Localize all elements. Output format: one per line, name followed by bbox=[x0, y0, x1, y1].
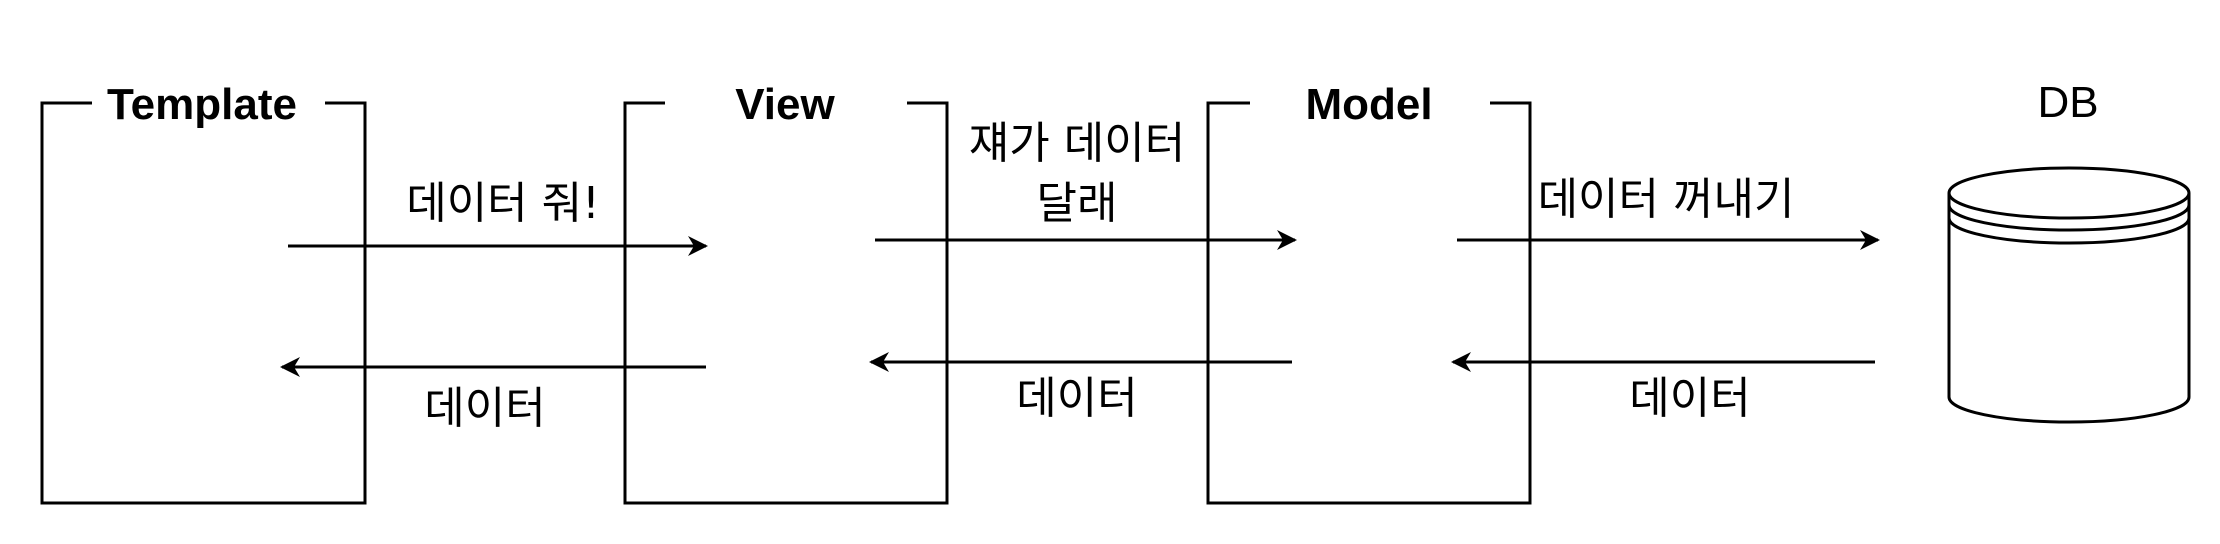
label-view-to-model-line2: 달래 bbox=[1037, 178, 1118, 229]
model-box: Model bbox=[1206, 80, 1532, 505]
label-model-to-view: 데이터 bbox=[1016, 373, 1137, 424]
label-model-to-db: 데이터 꺼내기 bbox=[1538, 174, 1795, 225]
template-title: Template bbox=[107, 80, 297, 129]
view-box: View bbox=[623, 80, 949, 505]
label-view-to-model-line1: 쟤가 데이터 bbox=[969, 118, 1185, 169]
label-view-to-template: 데이터 bbox=[424, 383, 545, 434]
db-title: DB bbox=[2037, 78, 2098, 127]
template-box: Template bbox=[40, 80, 367, 505]
label-db-to-model: 데이터 bbox=[1629, 373, 1750, 424]
view-title: View bbox=[735, 80, 835, 129]
db-cylinder: DB bbox=[1947, 78, 2191, 424]
model-title: Model bbox=[1305, 80, 1432, 129]
label-template-to-view: 데이터 줘! bbox=[406, 178, 600, 229]
